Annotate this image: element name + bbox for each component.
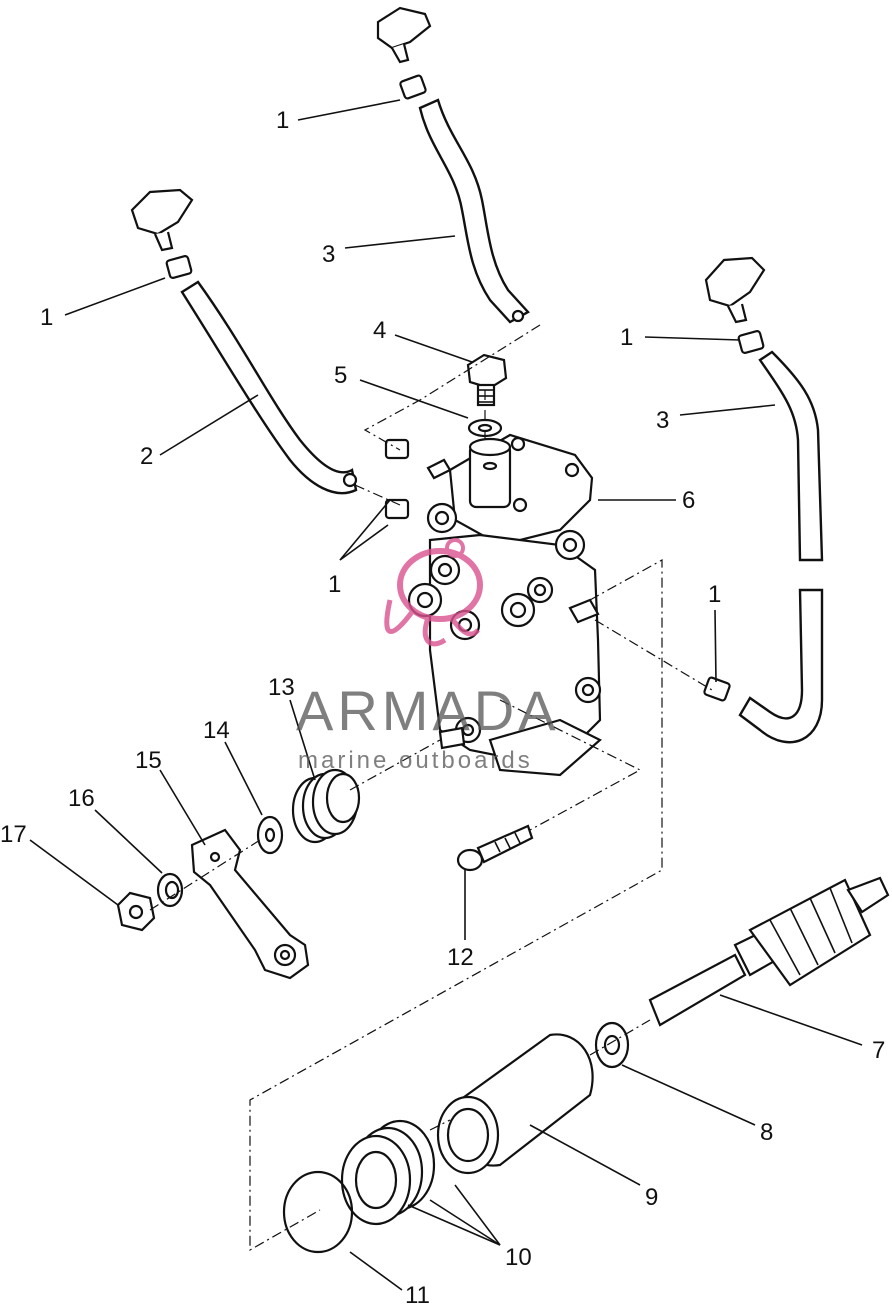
oil-seals [340,1119,436,1226]
watermark-tagline: marine outboards [298,747,533,774]
hex-nut [116,891,156,932]
pump-mounting-bolt [456,824,534,872]
callout-3: 3 [656,407,669,434]
watermark-brand: ARMADA [296,679,560,742]
callout-15: 15 [135,747,162,774]
callout-2: 2 [140,443,153,470]
callout-5: 5 [334,362,347,389]
oil-pump-body [407,433,602,777]
left-nozzle-and-hose [130,188,358,495]
assembly-lines [149,324,713,1252]
callout-16: 16 [68,785,95,812]
leader-lines [29,99,863,1291]
callout-10: 10 [505,1244,532,1271]
lever-washer [256,815,284,855]
callout-8: 8 [760,1119,773,1146]
spring-washer [156,872,184,908]
callout-4: 4 [373,317,386,344]
bushing [436,1033,594,1175]
callout-7: 7 [872,1037,885,1064]
hose-clips-pump [384,438,410,520]
circlip [282,1170,354,1254]
right-nozzle-and-hose [703,256,824,744]
callout-9: 9 [645,1184,658,1211]
callout-1: 1 [708,581,721,608]
callout-1: 1 [328,571,341,598]
callout-1: 1 [40,304,53,331]
armada-watermark: ARMADA marine outboards [296,538,560,774]
octopus-logo [384,538,483,647]
return-spring [291,768,361,844]
drive-gear-shaft [648,876,890,1027]
callout-1: 1 [276,107,289,134]
callout-13: 13 [268,674,295,701]
callout-1: 1 [620,324,633,351]
callout-11: 11 [405,1282,430,1306]
callout-12: 12 [447,944,474,971]
thrust-washer [594,1021,630,1069]
upper-nozzle-and-hose [376,6,530,324]
callout-3: 3 [322,241,335,268]
bleed-screw-and-washer [466,353,508,438]
control-lever [190,828,310,980]
callout-14: 14 [203,717,230,744]
callout-labels: 1 1 1 1 1 2 3 3 4 5 6 7 8 9 10 11 12 13 … [0,107,885,1306]
callout-17: 17 [0,821,27,848]
callout-6: 6 [682,487,695,514]
